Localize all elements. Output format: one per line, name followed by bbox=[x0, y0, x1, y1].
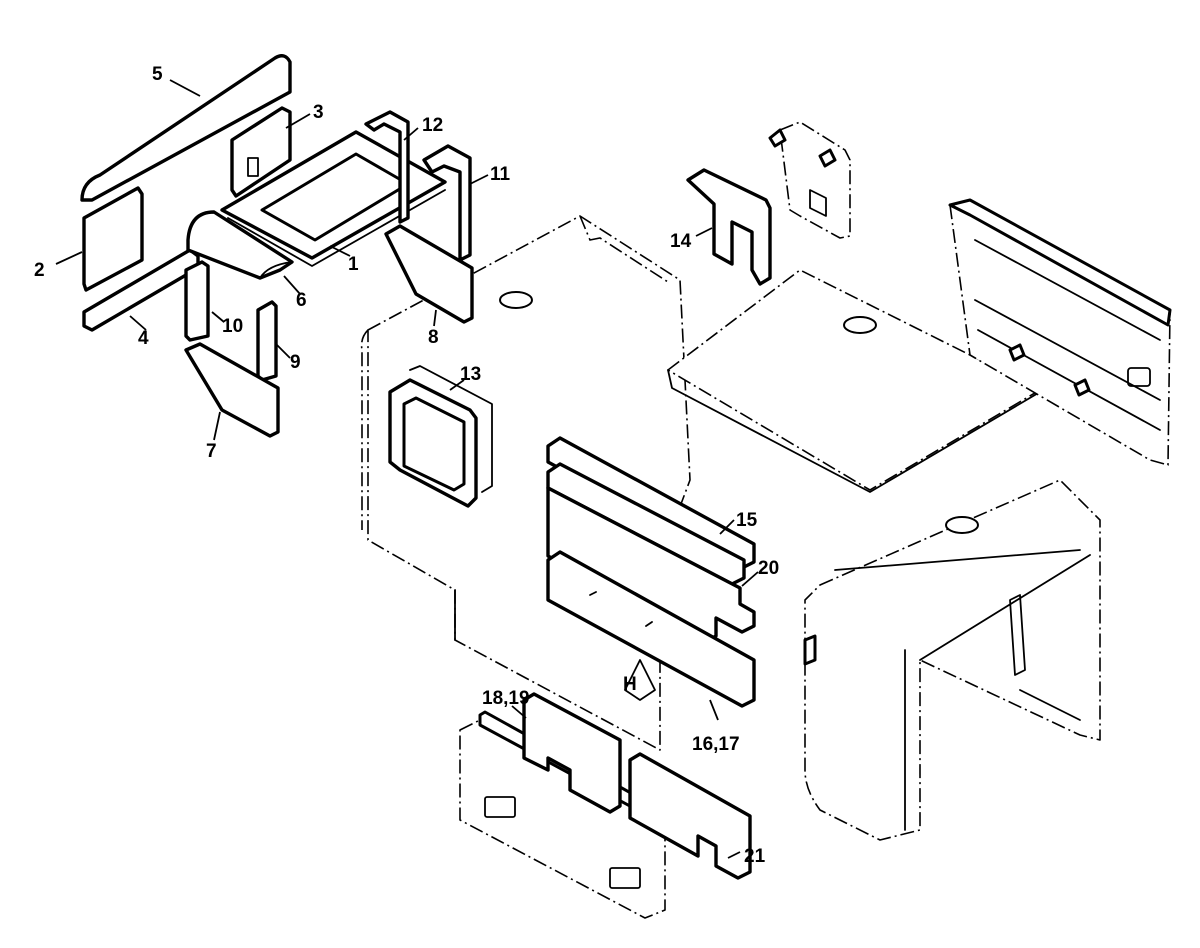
right-cabinet-housing bbox=[803, 479, 1101, 841]
callout-8: 8 bbox=[428, 327, 439, 348]
callout-21: 21 bbox=[744, 846, 766, 867]
leader-lines bbox=[55, 79, 759, 859]
part-1-frame bbox=[220, 130, 447, 267]
svg-text:H: H bbox=[623, 674, 637, 695]
right-end-panel bbox=[948, 198, 1172, 466]
top-vent-hole bbox=[499, 291, 533, 309]
callout-12: 12 bbox=[422, 115, 443, 136]
callout-9: 9 bbox=[290, 352, 301, 373]
callout-4: 4 bbox=[138, 328, 149, 349]
callout-3: 3 bbox=[313, 102, 324, 123]
part-10-strip bbox=[184, 260, 210, 342]
callout-labels: 5 3 12 11 2 1 6 4 10 9 8 7 13 14 15 20 1… bbox=[34, 64, 779, 867]
callout-18-19: 20 bbox=[758, 558, 779, 579]
callout-7: 7 bbox=[206, 441, 217, 462]
part-5-top-panel bbox=[80, 54, 292, 202]
part-21-panel bbox=[628, 752, 752, 880]
callout-6: 6 bbox=[296, 290, 307, 311]
callout-10: 10 bbox=[222, 316, 243, 337]
callout-2: 2 bbox=[34, 260, 45, 281]
part-20-panel bbox=[522, 692, 622, 814]
part-8-panel bbox=[384, 224, 474, 324]
part-9-strip bbox=[256, 300, 278, 382]
part-3-back-panel bbox=[230, 106, 292, 198]
rear-vent-hole bbox=[843, 316, 877, 334]
part-16-17-panel bbox=[546, 550, 756, 708]
callout-14: 14 bbox=[670, 231, 692, 252]
part-6-curved-piece bbox=[186, 210, 294, 280]
top-right-dashed-bracket bbox=[768, 121, 851, 239]
callout-11: 11 bbox=[490, 164, 511, 185]
part-7-panel bbox=[184, 342, 280, 438]
part-12-bracket bbox=[364, 110, 410, 224]
callout-20: 18,19 bbox=[482, 688, 530, 709]
part-2-side-panel bbox=[82, 186, 144, 292]
part-14-bracket bbox=[686, 168, 772, 286]
callout-15: 15 bbox=[736, 510, 758, 531]
part-13-door-gasket bbox=[388, 365, 493, 508]
callout-5: 5 bbox=[152, 64, 163, 85]
side-vent-hole bbox=[945, 516, 979, 534]
callout-16-17: 16,17 bbox=[692, 734, 740, 755]
callout-13: 13 bbox=[460, 364, 481, 385]
callout-1: 1 bbox=[348, 254, 359, 275]
